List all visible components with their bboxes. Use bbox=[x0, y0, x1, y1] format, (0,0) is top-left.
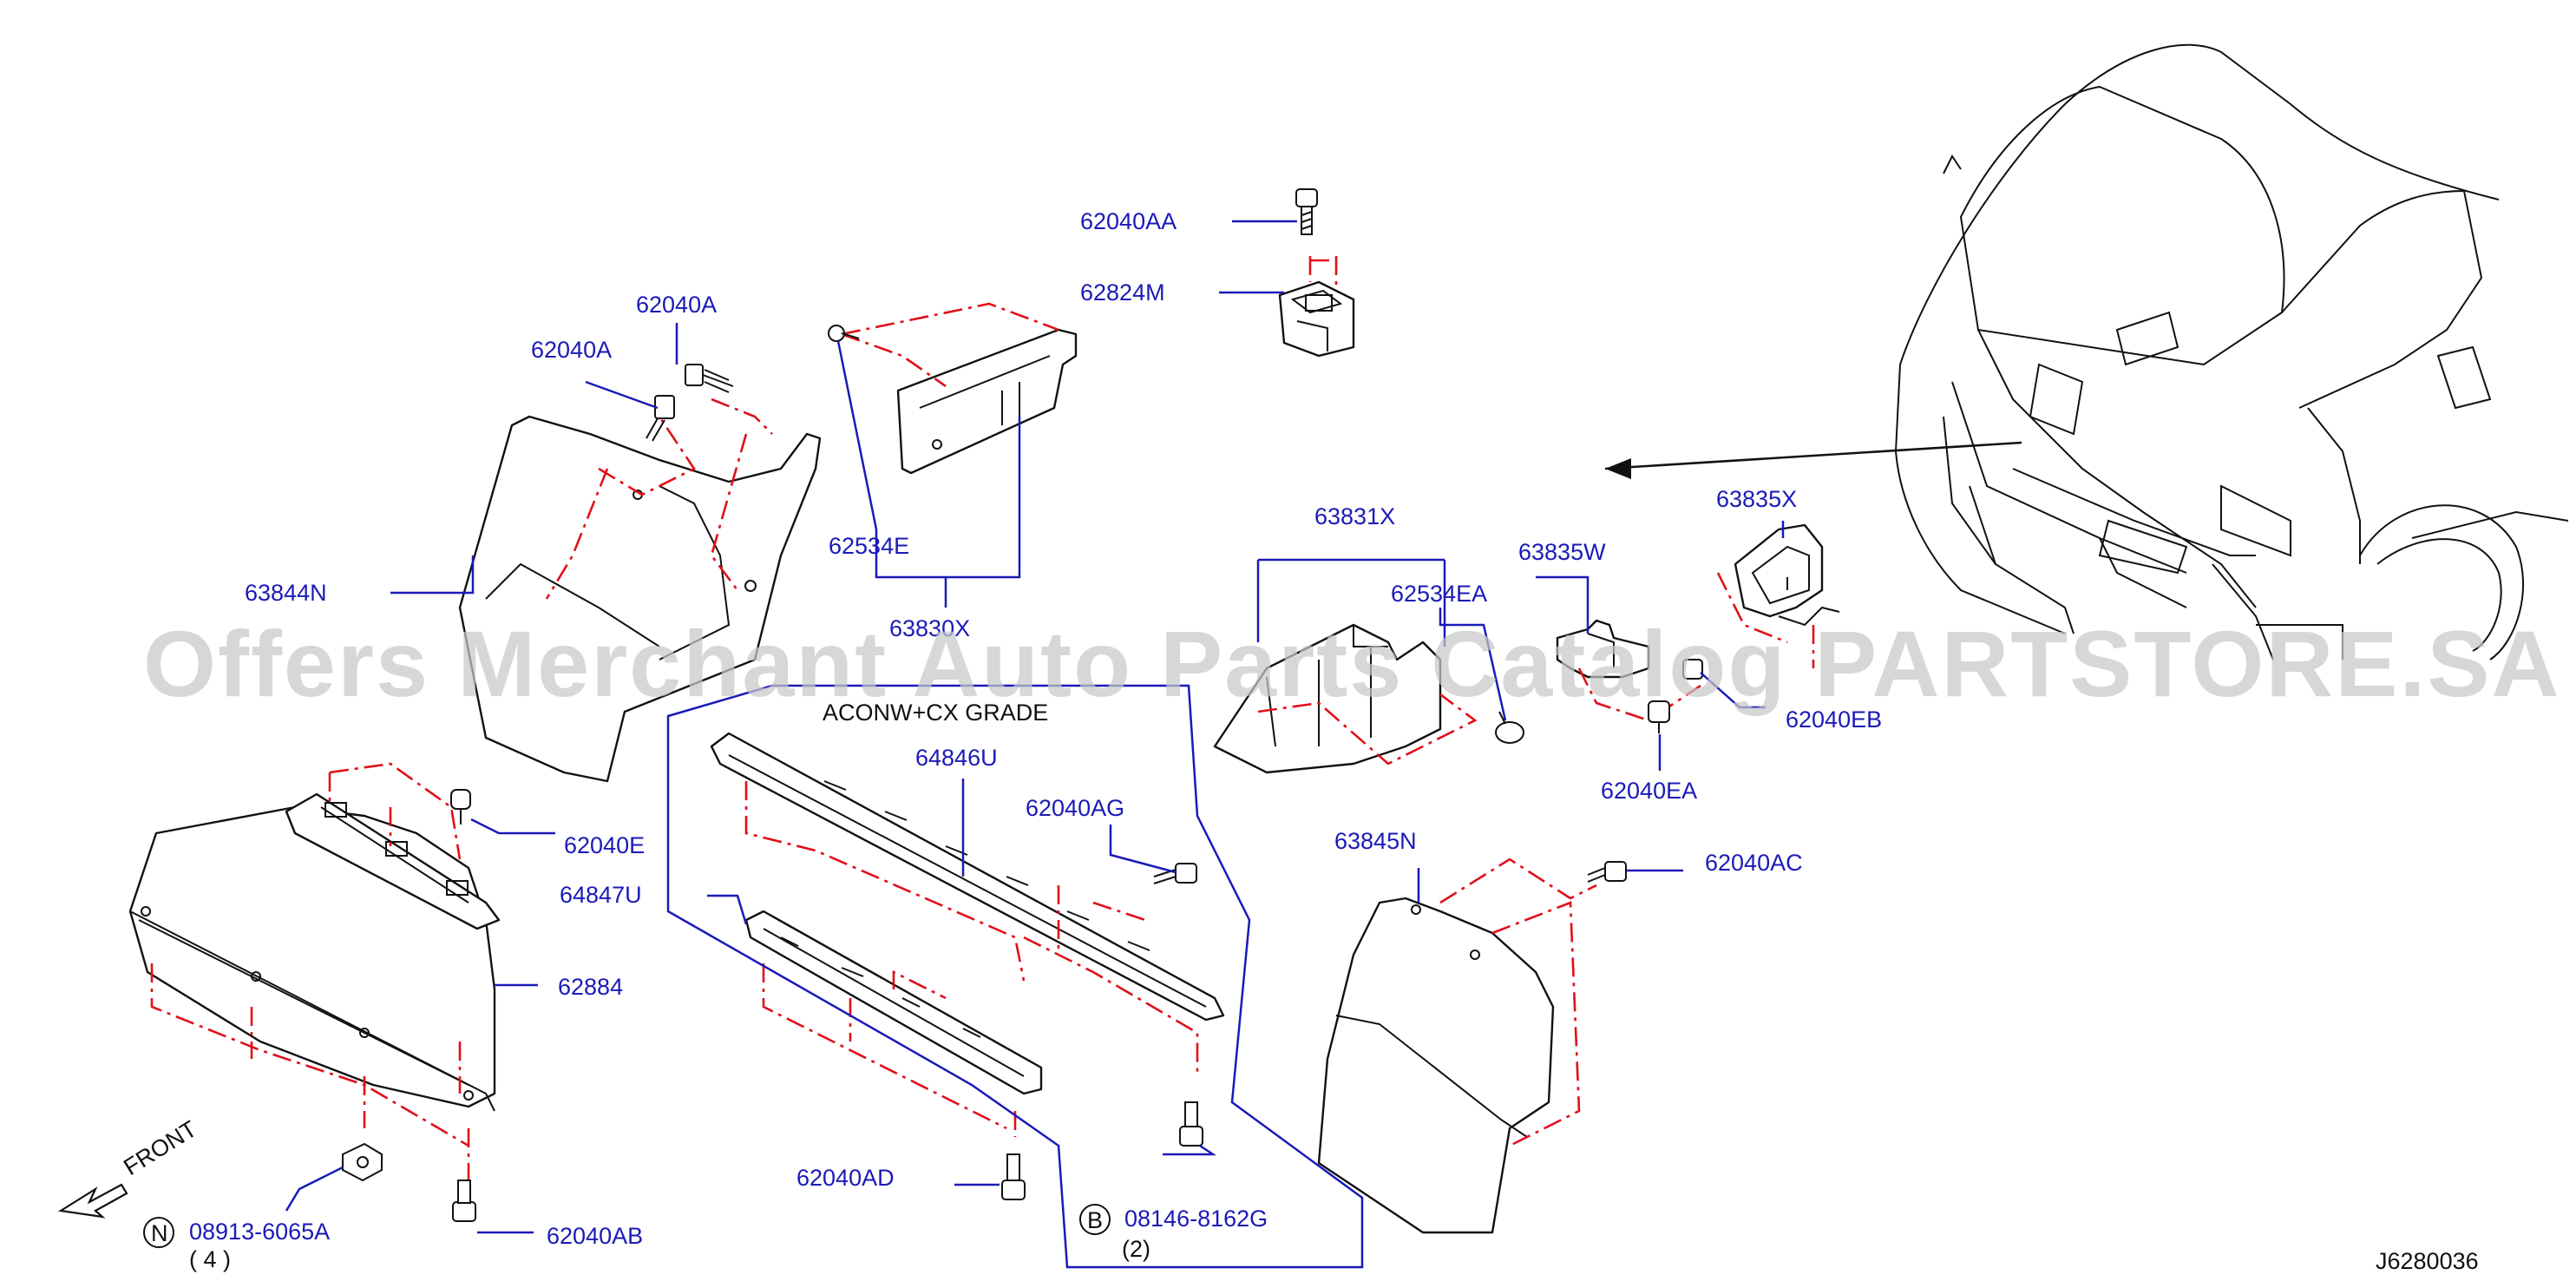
label-08913-6065A: 08913-6065A bbox=[189, 1219, 330, 1245]
front-arrow bbox=[57, 1183, 128, 1219]
label-62534E: 62534E bbox=[829, 533, 909, 559]
bolt-62040AG bbox=[1153, 863, 1197, 884]
label-62040A-lower: 62040A bbox=[531, 337, 612, 363]
label-63835W: 63835W bbox=[1518, 539, 1606, 565]
label-63835X: 63835X bbox=[1716, 486, 1797, 512]
label-63830X: 63830X bbox=[889, 615, 970, 641]
part-62824M-shape bbox=[1278, 256, 1355, 358]
bolt-08146-8162G bbox=[1179, 1101, 1203, 1147]
b-symbol-callout: B bbox=[1079, 1204, 1111, 1235]
label-62884: 62884 bbox=[558, 974, 623, 1000]
clip-62040EA bbox=[1648, 700, 1670, 733]
label-63845N: 63845N bbox=[1334, 828, 1417, 854]
grade-note: ACONW+CX GRADE bbox=[823, 700, 1048, 726]
callout-lines bbox=[285, 220, 1785, 1234]
part-63831X-shape bbox=[1213, 623, 1478, 774]
svg-text:B: B bbox=[1087, 1207, 1103, 1233]
callout-arrow bbox=[1604, 441, 2022, 479]
n-symbol-callout: N bbox=[143, 1217, 174, 1248]
bolt-62040AD bbox=[1001, 1153, 1026, 1200]
label-62040EA: 62040EA bbox=[1601, 778, 1697, 804]
bolt-62040A-upper bbox=[685, 364, 734, 393]
label-62040AA: 62040AA bbox=[1080, 208, 1177, 234]
diagram-id: J6280036 bbox=[2376, 1248, 2479, 1274]
clip-62534E bbox=[828, 325, 860, 342]
label-62534EA: 62534EA bbox=[1391, 581, 1487, 607]
clip-62040EB bbox=[1682, 659, 1703, 680]
qty-08913-6065A: ( 4 ) bbox=[189, 1246, 231, 1272]
label-63831X: 63831X bbox=[1314, 503, 1395, 529]
label-62040AB: 62040AB bbox=[547, 1223, 643, 1249]
label-64847U: 64847U bbox=[560, 882, 642, 908]
label-64846U: 64846U bbox=[915, 745, 998, 771]
label-08146-8162G: 08146-8162G bbox=[1124, 1206, 1268, 1232]
part-63845N-shape bbox=[1317, 858, 1597, 1234]
label-62040E: 62040E bbox=[564, 832, 645, 858]
bolt-62040AA bbox=[1295, 188, 1318, 235]
part-63830X-shape bbox=[841, 302, 1078, 475]
vehicle-illustration bbox=[1894, 43, 2569, 660]
nut-08913-6065A bbox=[342, 1142, 383, 1182]
bolt-62040AB bbox=[452, 1180, 476, 1222]
label-62040AD: 62040AD bbox=[796, 1165, 895, 1191]
watermark: Offers Merchant Auto Parts Catalog PARTS… bbox=[143, 611, 2560, 716]
label-63844N: 63844N bbox=[245, 580, 327, 606]
label-62040AC: 62040AC bbox=[1705, 850, 1803, 876]
label-62824M: 62824M bbox=[1080, 279, 1165, 306]
part-62884-shape bbox=[128, 762, 501, 1189]
bolt-62040AC bbox=[1587, 861, 1627, 883]
part-63844N-shape bbox=[458, 398, 822, 783]
part-64846U-shape bbox=[710, 732, 1225, 1076]
label-62040EB: 62040EB bbox=[1786, 706, 1882, 733]
svg-text:N: N bbox=[151, 1220, 168, 1246]
label-62040A-upper: 62040A bbox=[636, 292, 717, 318]
front-label: FRONT bbox=[119, 1115, 201, 1180]
label-62040AG: 62040AG bbox=[1026, 795, 1124, 821]
part-63835X-shape bbox=[1716, 523, 1840, 668]
qty-08146-8162G: (2) bbox=[1122, 1236, 1150, 1262]
clip-62534EA bbox=[1495, 711, 1524, 744]
part-63835W-shape bbox=[1556, 619, 1701, 722]
clip-62040E bbox=[450, 789, 471, 825]
grade-group-outline bbox=[666, 684, 1364, 1269]
